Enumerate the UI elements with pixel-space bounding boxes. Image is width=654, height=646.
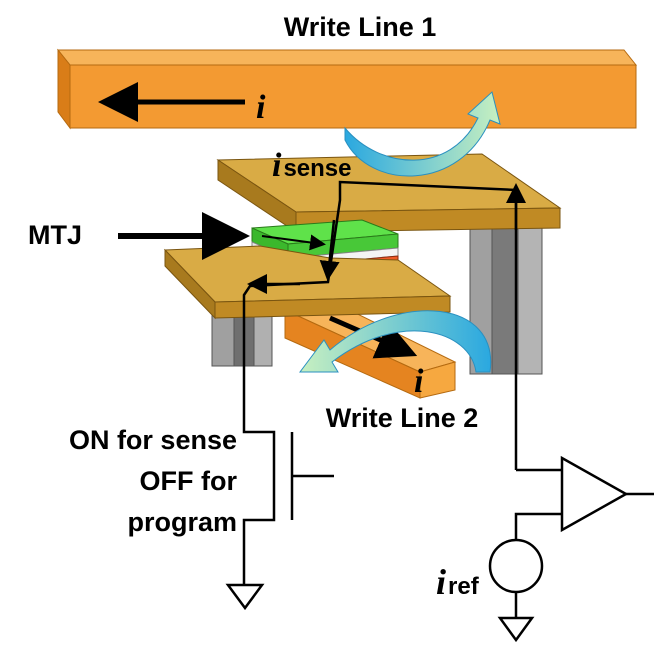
field-arrow-bottom — [299, 310, 492, 373]
iref-label: iref — [436, 562, 480, 602]
mtj-label: MTJ — [28, 220, 82, 250]
write-line-2-current-label: i — [414, 363, 424, 400]
access-transistor — [242, 372, 334, 585]
write-line-1-current-label: i — [256, 89, 266, 126]
free-layer-magnetization-arrow — [261, 234, 326, 251]
left-via-pillars — [211, 311, 273, 367]
transistor-note-line-2: OFF for — [140, 466, 238, 496]
write-line-1-label: Write Line 1 — [284, 12, 437, 42]
sense-amplifier — [514, 455, 654, 540]
isense-label: isense — [272, 147, 352, 184]
sense-current-arrow-2 — [319, 219, 340, 281]
reference-current-source — [488, 538, 544, 643]
transistor-note-line-3: program — [127, 507, 237, 537]
bottom-electrode — [163, 245, 452, 320]
write-line-1 — [56, 48, 638, 130]
write-line-2-label: Write Line 2 — [326, 403, 479, 433]
sense-current-path — [242, 180, 518, 470]
right-via-pillars — [469, 221, 543, 375]
transistor-note-line-1: ON for sense — [69, 425, 237, 455]
transistor-ground — [225, 583, 265, 611]
field-arrow-top — [344, 91, 501, 177]
